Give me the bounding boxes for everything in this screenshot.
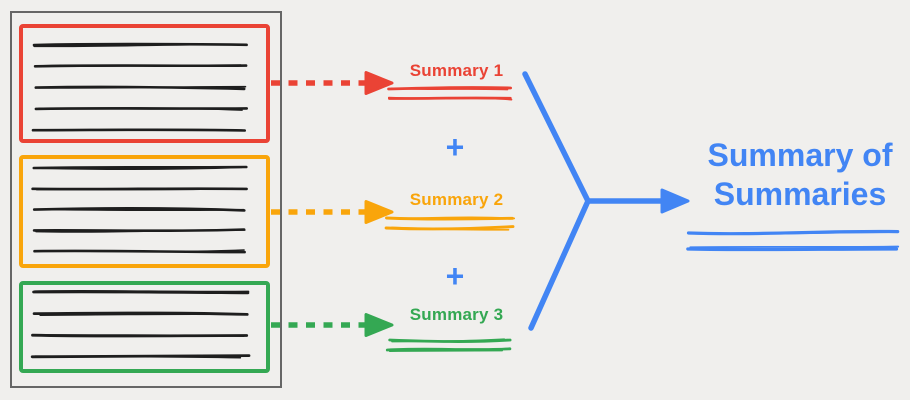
source-document <box>10 11 282 388</box>
scribble-stroke <box>686 247 899 252</box>
summary-3-label: Summary 3 <box>409 305 504 324</box>
plus-operator-1: + <box>445 129 465 165</box>
scribble-stroke <box>388 349 504 353</box>
summary-1-label: Summary 1 <box>409 61 504 80</box>
scribble-stroke <box>388 338 512 343</box>
scribble-stroke <box>387 96 513 101</box>
result-title-line2: Summaries <box>713 176 887 212</box>
document-section-1 <box>19 24 270 143</box>
scribble-stroke <box>387 216 516 220</box>
scribble-stroke <box>387 86 512 91</box>
scribble-stroke <box>385 216 514 221</box>
section3-to-summary3-arrow <box>271 313 394 337</box>
summary-1-scribble <box>387 86 513 101</box>
document-section-2 <box>19 155 270 268</box>
result-title-line1: Summary of <box>707 137 893 173</box>
document-section-3 <box>19 281 270 373</box>
section2-to-summary2-arrow <box>271 200 394 224</box>
scribble-stroke <box>689 245 900 249</box>
scribble-stroke <box>688 231 895 235</box>
scribble-stroke <box>391 338 506 343</box>
plus-operator-2: + <box>445 258 465 294</box>
scribble-stroke <box>385 347 512 352</box>
summary-3-scribble <box>385 338 512 353</box>
summary-2-scribble <box>384 216 516 231</box>
scribble-stroke <box>390 226 510 231</box>
result-title: Summary of Summaries <box>690 136 910 214</box>
scribble-stroke <box>686 229 900 236</box>
section1-to-summary1-arrow <box>271 71 394 95</box>
scribble-stroke <box>384 225 515 231</box>
scribble-stroke <box>388 96 512 100</box>
summary-2-label: Summary 2 <box>409 190 504 209</box>
scribble-stroke <box>390 87 509 91</box>
result-scribble <box>686 229 900 252</box>
merge-arrow <box>522 71 690 331</box>
